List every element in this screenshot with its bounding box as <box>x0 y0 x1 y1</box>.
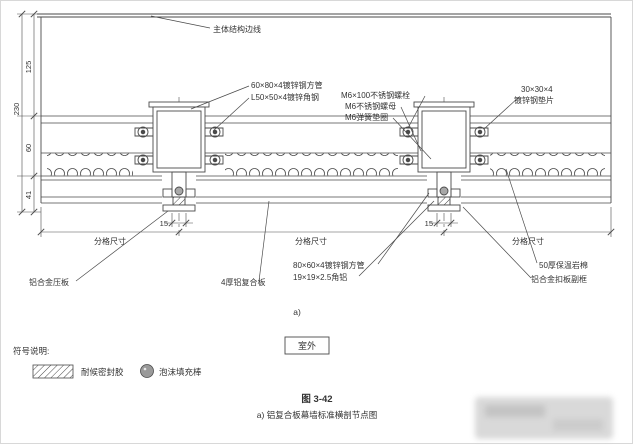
main-structure-edge-lines <box>37 13 612 203</box>
watermark <box>475 397 613 439</box>
label-subframe: 铝合金扣板副框 <box>531 274 587 284</box>
outdoor-box: 室外 <box>284 336 330 355</box>
wall-layer-lines <box>41 115 611 204</box>
sealant-symbol <box>32 364 74 379</box>
figure-number: 图 3-42 <box>301 394 332 405</box>
label-horizontal-tube: 80×60×4镀锌钢方管 <box>293 260 365 270</box>
label-shim-line2: 镀锌钢垫片 <box>514 95 554 105</box>
label-rock-wool: 50厚保温岩棉 <box>539 260 588 270</box>
dim-125: 125 <box>24 61 33 74</box>
label-washer: M6弹簧垫圈 <box>345 112 388 122</box>
outdoor-label: 室外 <box>298 340 316 351</box>
leader-lines <box>75 15 538 282</box>
dim-230: 230 <box>12 103 21 116</box>
legend-sealant-label: 耐候密封胶 <box>81 367 124 377</box>
label-bolt: M6×100不锈钢螺栓 <box>341 90 410 100</box>
grid-dim-right: 分格尺寸 <box>512 236 544 246</box>
label-shim-line1: 30×30×4 <box>521 85 553 94</box>
left-dimension-ticks <box>18 10 38 216</box>
legend: 符号说明: 耐候密封胶 泡沫填充棒 <box>13 346 202 379</box>
grid-dim-mid: 分格尺寸 <box>295 236 327 246</box>
joint-width-dim-left: 15 <box>160 219 168 228</box>
grid-dim-left: 分格尺寸 <box>94 236 126 246</box>
foam-rod-symbol <box>140 364 154 378</box>
label-nut: M6不锈钢螺母 <box>345 101 396 111</box>
joint-width-dim-right: 15 <box>425 219 433 228</box>
figure-caption: a) 铝复合板幕墙标准横剖节点图 <box>257 410 377 420</box>
label-angle-steel: L50×50×4镀锌角钢 <box>251 92 319 102</box>
mullion-assembly-left <box>134 101 224 173</box>
legend-title: 符号说明: <box>13 346 49 356</box>
dim-41: 41 <box>24 191 33 199</box>
label-angle-aluminum: 19×19×2.5角铝 <box>293 272 347 282</box>
label-acp-panel: 4厚铝复合板 <box>221 277 265 287</box>
mullion-assembly-right <box>399 101 489 173</box>
label-vertical-tube: 60×80×4镀锌钢方管 <box>251 80 323 90</box>
bottom-dimension-line <box>40 207 612 237</box>
label-structure-edge: 主体结构边线 <box>213 24 261 34</box>
rock-wool-insulation <box>47 153 605 176</box>
section-marker-a: a) <box>293 307 301 317</box>
legend-foam-label: 泡沫填充棒 <box>159 367 202 377</box>
label-pressure-plate: 铝合金压板 <box>29 277 69 287</box>
foam-rod-highlight <box>143 367 147 371</box>
dim-60: 60 <box>24 144 33 152</box>
